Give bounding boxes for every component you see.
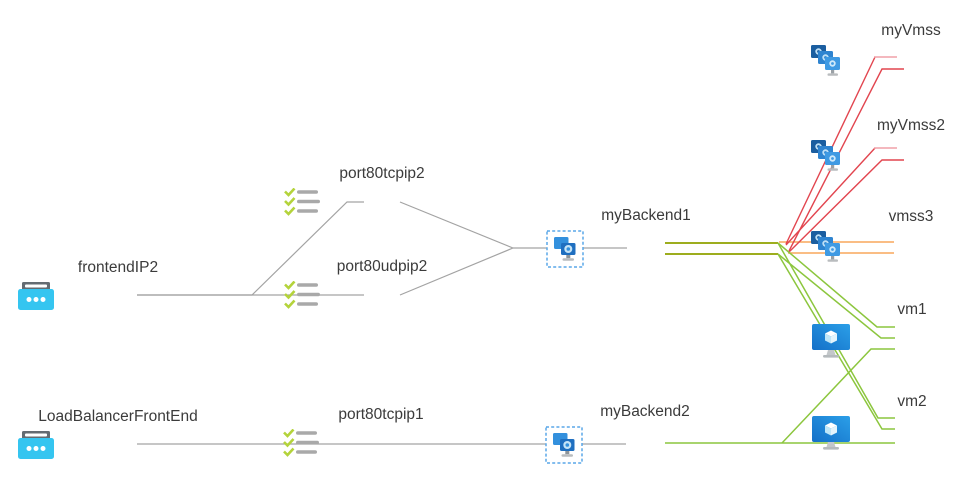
edge-port80tcpip2-to-myBackend1	[399, 201, 514, 249]
backend-pool-icon	[546, 230, 746, 268]
node-label: port80tcpip2	[339, 165, 425, 182]
node-label: vm1	[897, 301, 927, 318]
node-mybackend2[interactable]: myBackend2	[545, 402, 745, 464]
edge-myBackend1-to-myVmss	[788, 68, 904, 252]
node-label: vmss3	[888, 208, 934, 225]
load-balancer-frontend-icon	[18, 282, 218, 310]
node-mybackend1[interactable]: myBackend1	[546, 206, 746, 268]
node-label: myVmss	[881, 22, 941, 39]
node-label: myBackend1	[601, 207, 691, 224]
node-label: port80udpip2	[336, 258, 428, 275]
node-port80tcpip2[interactable]: port80tcpip2	[282, 164, 482, 217]
load-balancer-frontend-icon	[18, 431, 218, 459]
edge-myBackend1-to-myVmss2	[785, 147, 876, 246]
edge-port80udpip2-to-myBackend1	[399, 247, 514, 296]
node-myvmss2[interactable]: myVmss2	[811, 116, 978, 172]
virtual-machine-icon	[812, 324, 978, 358]
vm-scale-set-icon	[811, 231, 978, 263]
node-loadbalancerfrontend[interactable]: LoadBalancerFrontEnd	[18, 407, 218, 459]
node-label: frontendIP2	[77, 259, 159, 276]
backend-pool-icon	[545, 426, 745, 464]
edge-myBackend2-to-vm1	[781, 348, 895, 444]
node-label: vm2	[897, 393, 927, 410]
virtual-machine-icon	[812, 416, 978, 450]
node-label: LoadBalancerFrontEnd	[38, 408, 198, 425]
node-myvmss[interactable]: myVmss	[811, 21, 978, 77]
load-balancing-rule-icon	[282, 188, 482, 217]
edge-myBackend1-to-vm2	[777, 242, 895, 419]
node-label: port80tcpip1	[338, 406, 424, 423]
node-vm2[interactable]: vm2	[812, 392, 978, 450]
node-label: myBackend2	[600, 403, 690, 420]
edge-myBackend1-to-vm1	[777, 253, 895, 339]
load-balancing-rule-icon	[282, 281, 482, 310]
node-port80tcpip1[interactable]: port80tcpip1	[281, 405, 481, 458]
edge-myBackend1-to-myVmss2	[788, 159, 904, 253]
vm-scale-set-icon	[811, 140, 978, 172]
node-label: myVmss2	[876, 117, 946, 134]
edge-myBackend1-to-vm1	[777, 242, 895, 328]
edge-myBackend1-to-vm2	[777, 253, 895, 430]
vm-scale-set-icon	[811, 45, 978, 77]
node-frontendip2[interactable]: frontendIP2	[18, 258, 218, 310]
node-port80udpip2[interactable]: port80udpip2	[282, 257, 482, 310]
node-vmss3[interactable]: vmss3	[811, 207, 978, 263]
node-vm1[interactable]: vm1	[812, 300, 978, 358]
load-balancing-rule-icon	[281, 429, 481, 458]
